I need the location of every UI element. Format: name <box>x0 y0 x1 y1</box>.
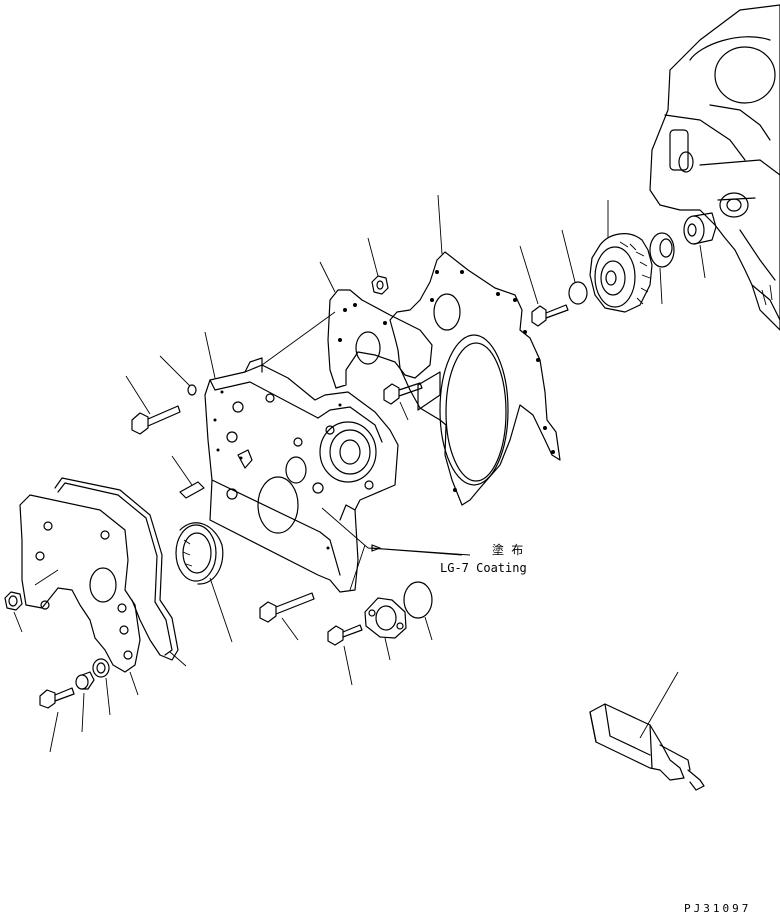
oil-seal <box>175 522 233 643</box>
coating-leaders <box>321 507 471 591</box>
nut-lower-left <box>4 591 23 633</box>
coating-label-jp: 塗 布 <box>492 542 523 557</box>
dowel-lower <box>75 671 95 733</box>
washer-left <box>159 355 197 396</box>
bushing-lower <box>92 658 111 716</box>
coating-label-en: LG-7 Coating <box>440 561 527 575</box>
gasket-rear <box>389 194 561 506</box>
dowel-pin <box>171 455 205 499</box>
bolt-flange <box>327 624 363 686</box>
plate <box>319 261 433 389</box>
drawing-code: PJ31097 <box>684 902 751 915</box>
o-ring <box>403 581 433 641</box>
flange <box>364 597 407 661</box>
thrust-washer <box>561 229 588 305</box>
bushing <box>683 212 717 279</box>
bolt-lower-middle <box>259 592 315 641</box>
spacer-ring <box>649 232 675 305</box>
bolt-lower-left <box>39 687 75 753</box>
front-cover <box>19 494 141 673</box>
bolt-left <box>125 375 181 435</box>
leader-cover <box>129 671 139 696</box>
nut-plate <box>367 237 389 295</box>
front-cover-gasket <box>54 477 187 667</box>
engine-block <box>649 4 780 331</box>
tool <box>589 671 705 791</box>
bolt-gear <box>519 245 569 327</box>
gear-case <box>204 311 399 593</box>
gear <box>589 200 653 313</box>
bolt-middle <box>383 382 423 421</box>
